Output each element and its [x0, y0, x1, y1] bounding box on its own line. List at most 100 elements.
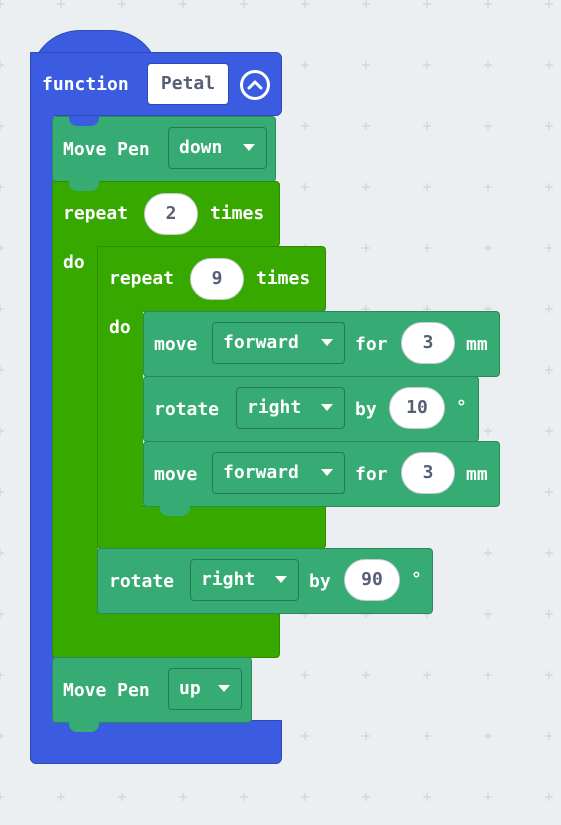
times-label: times — [210, 203, 265, 224]
grid-mark — [545, 244, 553, 252]
grid-mark — [240, 0, 248, 8]
grid-mark — [0, 671, 4, 679]
rotate-keyword: rotate — [109, 571, 175, 592]
move-direction-dropdown[interactable]: forward — [212, 452, 345, 494]
move-pen-down-block[interactable]: Move Pen down — [52, 116, 276, 191]
pen-state-value: down — [179, 137, 223, 158]
distance-input[interactable]: 3 — [401, 452, 455, 494]
grid-mark — [118, 0, 126, 8]
grid-mark — [423, 0, 431, 8]
degree-label: ° — [456, 397, 467, 418]
rotate-direction-dropdown[interactable]: right — [236, 387, 345, 429]
grid-mark — [423, 793, 431, 801]
grid-mark — [0, 549, 4, 557]
grid-mark — [0, 305, 4, 313]
do-label: do — [109, 317, 131, 338]
grid-mark — [484, 671, 492, 679]
grid-mark — [484, 793, 492, 801]
grid-mark — [545, 305, 553, 313]
pen-state-dropdown[interactable]: up — [168, 668, 242, 710]
move-keyword: move — [154, 464, 198, 485]
grid-mark — [118, 793, 126, 801]
grid-mark — [423, 183, 431, 191]
by-label: by — [309, 571, 331, 592]
repeat-keyword: repeat — [63, 203, 129, 224]
pen-state-dropdown[interactable]: down — [168, 127, 267, 169]
rotate-keyword: rotate — [154, 399, 220, 420]
rotate-block[interactable]: rotate right by 90 ° — [97, 548, 433, 614]
grid-mark — [301, 671, 309, 679]
distance-input[interactable]: 3 — [401, 322, 455, 364]
move-pen-label: Move Pen — [63, 139, 150, 160]
repeat-keyword: repeat — [109, 268, 175, 289]
grid-mark — [545, 549, 553, 557]
grid-mark — [301, 732, 309, 740]
unit-label: mm — [466, 464, 488, 485]
grid-mark — [545, 122, 553, 130]
move-forward-block[interactable]: move forward for 3 mm — [143, 441, 500, 516]
grid-mark — [0, 732, 4, 740]
unit-label: mm — [466, 334, 488, 355]
grid-mark — [301, 61, 309, 69]
dropdown-arrow-icon — [243, 144, 255, 151]
grid-mark — [0, 61, 4, 69]
dropdown-arrow-icon — [321, 339, 333, 346]
angle-input[interactable]: 10 — [389, 387, 445, 429]
for-label: for — [355, 334, 388, 355]
move-forward-block[interactable]: move forward for 3 mm — [143, 311, 500, 377]
grid-mark — [0, 0, 4, 8]
degree-label: ° — [411, 569, 422, 590]
grid-mark — [301, 793, 309, 801]
dropdown-arrow-icon — [321, 404, 333, 411]
by-label: by — [355, 399, 377, 420]
grid-mark — [0, 183, 4, 191]
rotate-direction-value: right — [201, 569, 256, 590]
grid-mark — [0, 122, 4, 130]
move-direction-dropdown[interactable]: forward — [212, 322, 345, 364]
grid-mark — [484, 427, 492, 435]
grid-mark — [545, 0, 553, 8]
grid-mark — [423, 61, 431, 69]
function-keyword: function — [42, 74, 129, 95]
grid-mark — [362, 793, 370, 801]
grid-mark — [423, 732, 431, 740]
grid-mark — [301, 183, 309, 191]
rotate-block[interactable]: rotate right by 10 ° — [143, 376, 479, 442]
dropdown-arrow-icon — [275, 576, 287, 583]
dropdown-arrow-icon — [218, 685, 230, 692]
grid-mark — [0, 366, 4, 374]
grid-mark — [0, 427, 4, 435]
grid-mark — [545, 793, 553, 801]
grid-mark — [484, 244, 492, 252]
grid-mark — [0, 244, 4, 252]
repeat-count-input[interactable]: 2 — [144, 193, 198, 235]
times-label: times — [256, 268, 311, 289]
chevron-up-circle-icon[interactable] — [240, 70, 270, 100]
dropdown-arrow-icon — [321, 469, 333, 476]
grid-mark — [484, 549, 492, 557]
function-name-field[interactable]: Petal — [147, 63, 229, 105]
grid-mark — [0, 793, 4, 801]
angle-input[interactable]: 90 — [344, 559, 400, 601]
rotate-direction-dropdown[interactable]: right — [190, 559, 299, 601]
grid-mark — [362, 0, 370, 8]
move-pen-label: Move Pen — [63, 680, 150, 701]
move-pen-up-block[interactable]: Move Pen up — [52, 657, 252, 732]
grid-mark — [545, 610, 553, 618]
grid-mark — [484, 732, 492, 740]
move-direction-value: forward — [223, 332, 299, 353]
grid-mark — [545, 671, 553, 679]
grid-mark — [484, 61, 492, 69]
grid-mark — [179, 793, 187, 801]
grid-mark — [423, 122, 431, 130]
grid-mark — [362, 183, 370, 191]
grid-mark — [179, 0, 187, 8]
grid-mark — [362, 61, 370, 69]
repeat-count-input[interactable]: 9 — [190, 258, 244, 300]
grid-mark — [0, 488, 4, 496]
grid-mark — [484, 122, 492, 130]
grid-mark — [484, 0, 492, 8]
grid-mark — [57, 0, 65, 8]
grid-mark — [484, 183, 492, 191]
grid-mark — [545, 732, 553, 740]
